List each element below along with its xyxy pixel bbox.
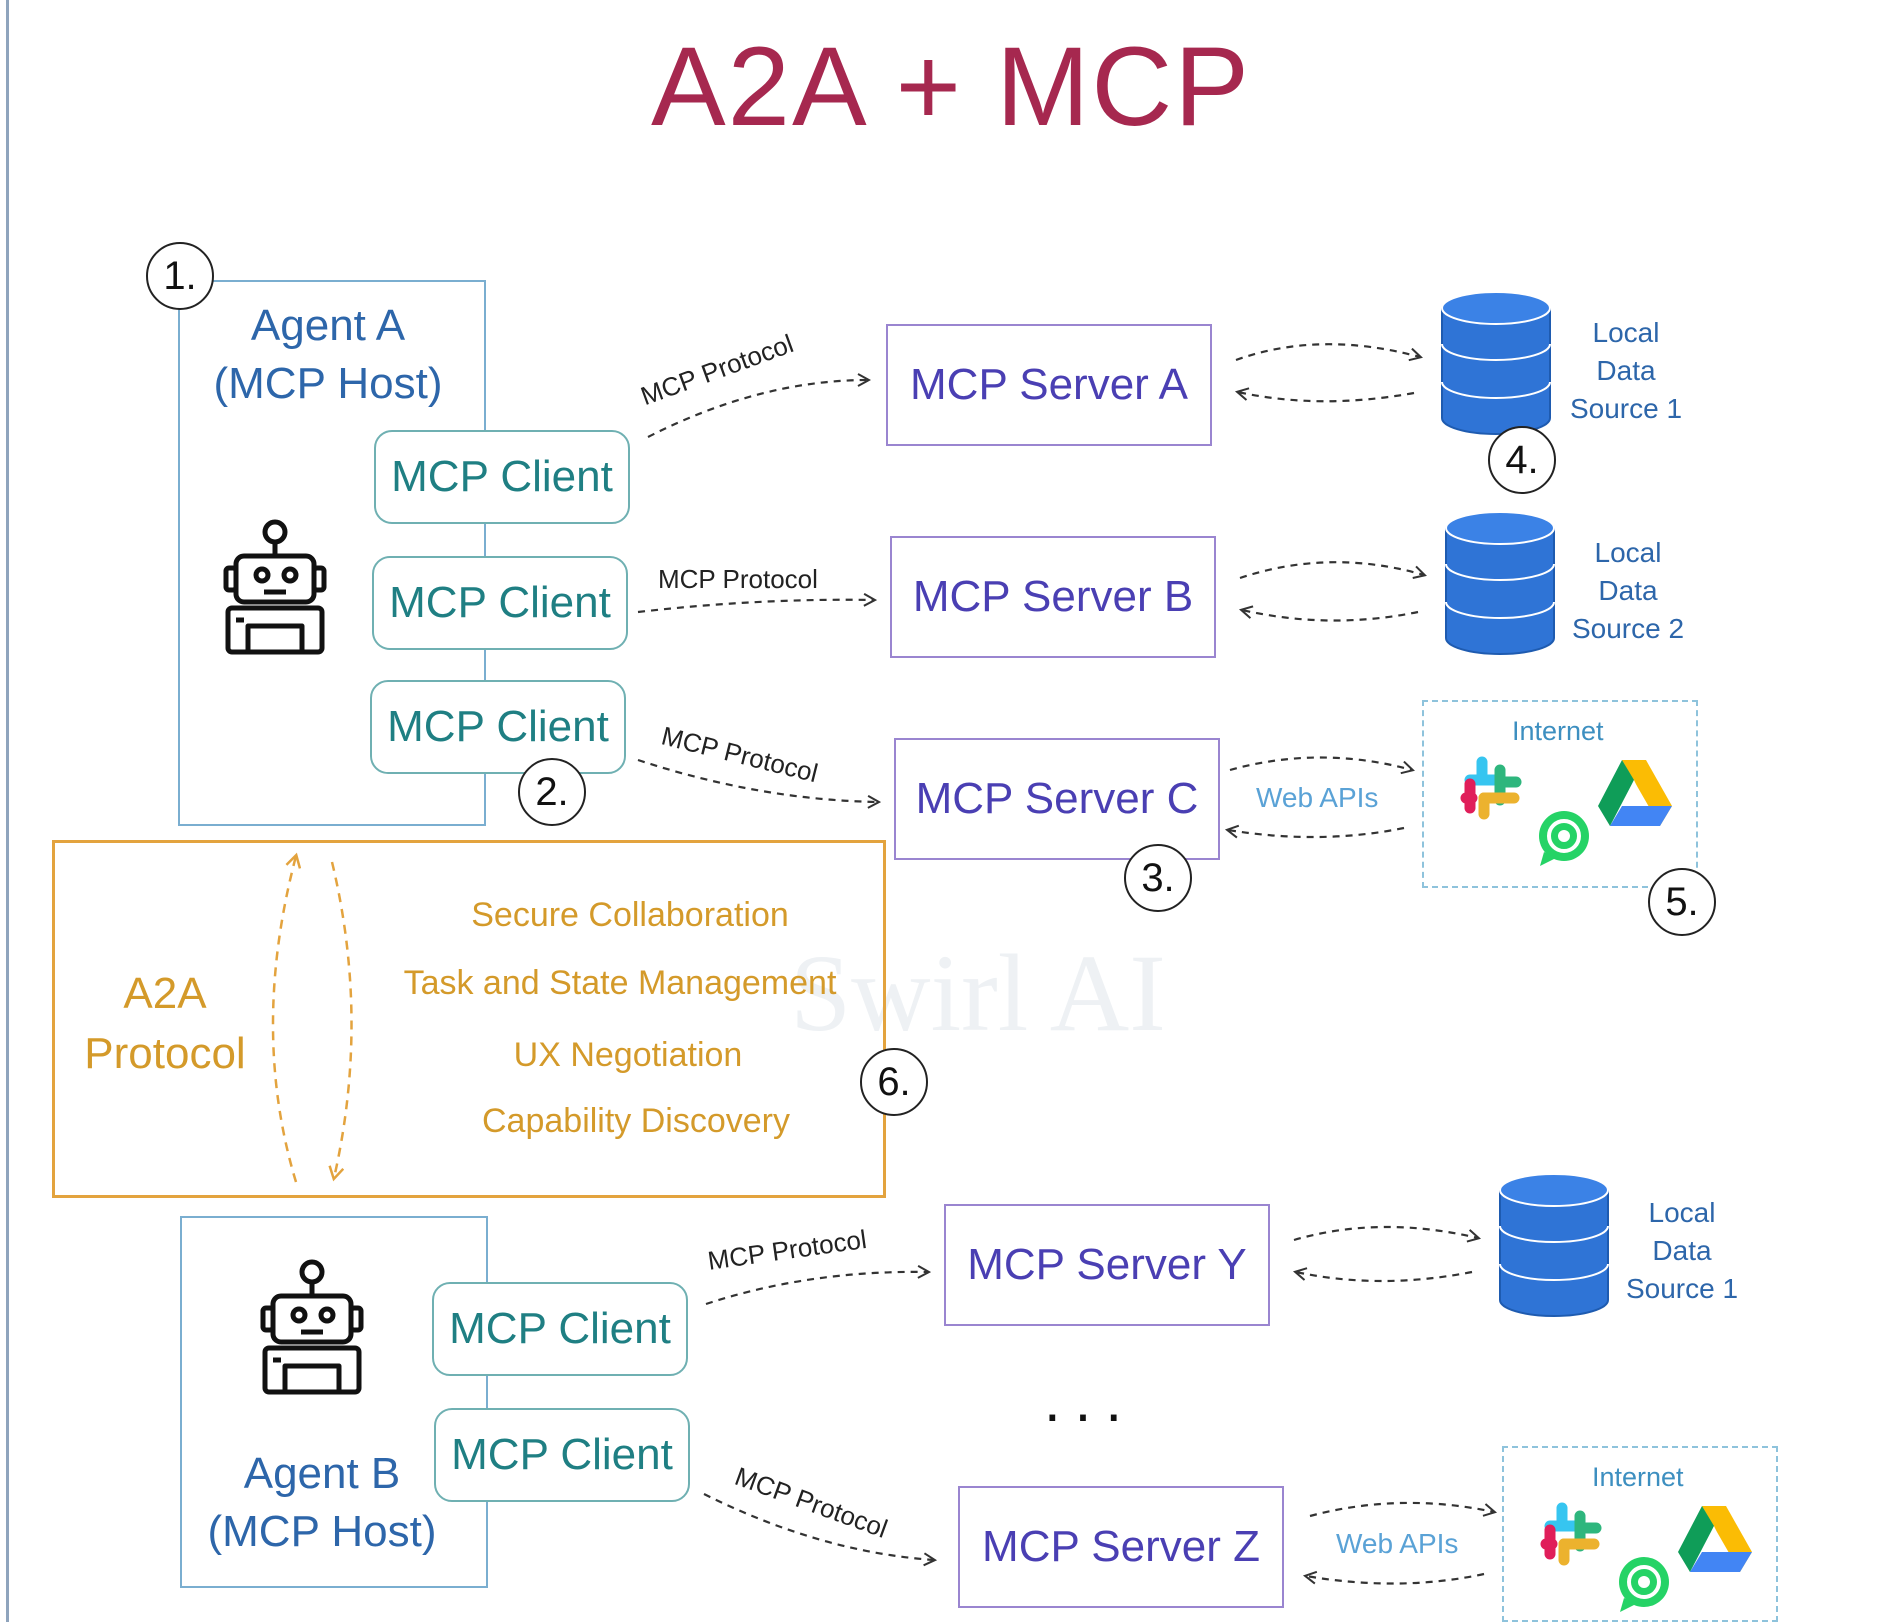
internet-label-c: Internet <box>1512 716 1604 746</box>
whatsapp-icon <box>1539 811 1589 866</box>
step-badge-2: 2. <box>518 758 586 826</box>
data-source-a-label: Local Data Source 1 <box>1569 317 1683 424</box>
a2a-arrow-down <box>332 861 353 1178</box>
step-badge-4: 4. <box>1488 426 1556 494</box>
mcp-server-z: MCP Server Z <box>958 1486 1284 1608</box>
arrow-server-b-to-db <box>1239 561 1424 580</box>
arrow-server-z-to-internet <box>1309 1501 1494 1518</box>
mcp-server-c: MCP Server C <box>894 738 1220 860</box>
internet-label-z: Internet <box>1592 1462 1684 1492</box>
agent-b-role: (MCP Host) <box>207 1507 437 1556</box>
a2a-protocol-box <box>52 840 886 1198</box>
google-drive-icon <box>1678 1506 1752 1572</box>
whatsapp-icon <box>1619 1557 1669 1612</box>
data-source-b-label: Local Data Source 2 <box>1571 537 1685 644</box>
step-badge-1: 1. <box>146 242 214 310</box>
a2a-feature-capability-discovery: Capability Discovery <box>482 1102 790 1140</box>
arrow-client-server-y <box>705 1272 928 1306</box>
agent-a-frame <box>178 280 486 826</box>
arrow-db-to-server-b <box>1242 610 1419 622</box>
a2a-feature-ux-negotiation: UX Negotiation <box>513 1036 743 1074</box>
mcp-server-b: MCP Server B <box>890 536 1216 658</box>
arrow-client-server-z <box>703 1493 934 1560</box>
agent-a-role: (MCP Host) <box>213 359 443 408</box>
arrow-client-server-b <box>637 600 874 614</box>
internet-box-c <box>1422 700 1698 888</box>
arrow-db-to-server-y <box>1296 1272 1473 1283</box>
slack-icon <box>1460 756 1522 820</box>
database-icon <box>1441 291 1551 435</box>
web-apis-label-c: Web APIs <box>1256 782 1379 813</box>
arrow-client-server-c <box>637 758 878 802</box>
arrow-internet-to-server-z <box>1306 1574 1485 1585</box>
internet-box-z <box>1502 1446 1778 1622</box>
web-apis-label-z: Web APIs <box>1336 1528 1459 1559</box>
arrow-server-a-to-db <box>1235 343 1420 360</box>
database-icon <box>1445 511 1555 655</box>
data-source-y-label: Local Data Source 1 <box>1625 1197 1739 1304</box>
left-edge-rule <box>6 0 9 1622</box>
agent-a-client-2: MCP Client <box>372 556 628 650</box>
mcp-server-a: MCP Server A <box>886 324 1212 446</box>
a2a-feature-secure-collaboration: Secure Collaboration <box>471 896 789 934</box>
a2a-protocol-title: A2A Protocol <box>84 969 246 1078</box>
arrow-server-y-to-db <box>1293 1225 1478 1240</box>
agent-b-name: Agent B <box>243 1449 401 1498</box>
google-drive-icon <box>1598 760 1672 826</box>
agent-a-client-3: MCP Client <box>370 680 626 774</box>
more-servers-ellipsis: ... <box>1044 1367 1137 1434</box>
step-badge-5: 5. <box>1648 868 1716 936</box>
arrow-client-server-a <box>647 380 868 438</box>
robot-icon <box>260 1259 364 1395</box>
agent-b-frame <box>180 1216 488 1588</box>
step-badge-3: 3. <box>1124 844 1192 912</box>
step-badge-6: 6. <box>860 1048 928 1116</box>
agent-b-client-1: MCP Client <box>432 1282 688 1376</box>
agent-a-client-1: MCP Client <box>374 430 630 524</box>
mcp-server-y: MCP Server Y <box>944 1204 1270 1326</box>
arrow-internet-to-server-c <box>1228 828 1405 837</box>
robot-icon <box>223 519 327 655</box>
database-icon <box>1499 1173 1609 1317</box>
watermark: Swirl AI <box>790 932 1166 1054</box>
a2a-feature-task-state-management: Task and State Management <box>403 964 837 1002</box>
slack-icon <box>1540 1502 1602 1566</box>
protocol-label-b: MCP Protocol <box>658 564 818 594</box>
arrow-server-c-to-internet <box>1229 756 1412 771</box>
agent-a-name: Agent A <box>250 301 406 350</box>
diagram-title: A2A + MCP <box>650 24 1252 149</box>
arrow-db-to-server-a <box>1238 392 1415 403</box>
agent-b-client-2: MCP Client <box>434 1408 690 1502</box>
